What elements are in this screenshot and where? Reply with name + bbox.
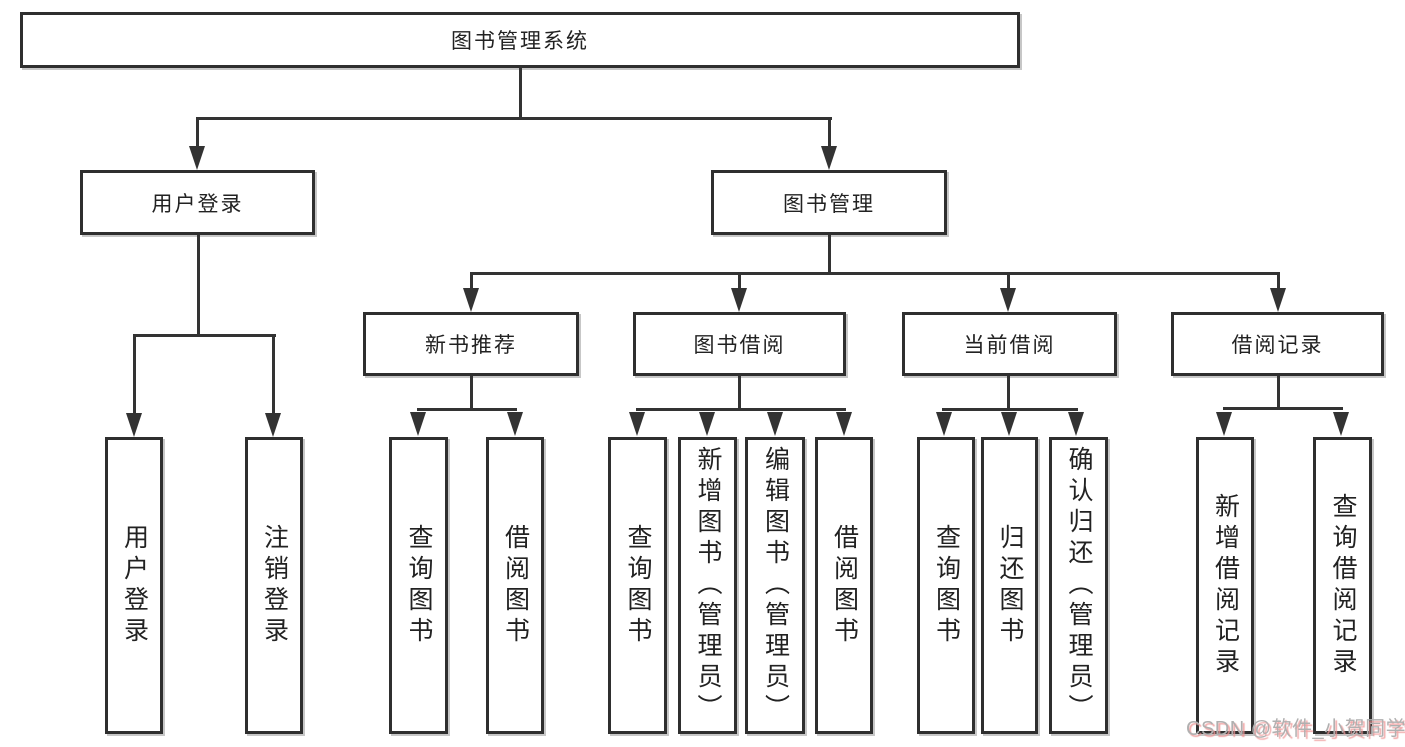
connector-mgmt-drop-4 bbox=[1277, 272, 1280, 294]
arrow-down-icon bbox=[507, 412, 523, 436]
arrow-down-icon bbox=[767, 412, 783, 436]
node-book-management: 图书管理 bbox=[711, 170, 947, 235]
leaf-add-borrow-record-label: 新增借阅记录 bbox=[1211, 492, 1240, 679]
leaf-query-books-recommend: 查询图书 bbox=[389, 437, 448, 734]
connector-recommend-branch bbox=[417, 408, 517, 411]
leaf-borrow-books-recommend-label: 借阅图书 bbox=[501, 523, 530, 648]
arrow-down-icon bbox=[126, 413, 142, 437]
node-new-book-recommend-label: 新书推荐 bbox=[425, 334, 517, 357]
leaf-user-login-label: 用户登录 bbox=[120, 523, 149, 648]
arrow-down-icon bbox=[699, 412, 715, 436]
connector-recommend-stem bbox=[470, 376, 473, 410]
leaf-query-books-current: 查询图书 bbox=[917, 437, 975, 734]
arrow-down-icon bbox=[265, 413, 281, 437]
node-library-system-label: 图书管理系统 bbox=[451, 30, 589, 53]
leaf-query-books-borrowing: 查询图书 bbox=[608, 437, 667, 734]
node-new-book-recommend: 新书推荐 bbox=[363, 312, 579, 376]
leaf-add-borrow-record: 新增借阅记录 bbox=[1196, 437, 1254, 734]
arrow-down-icon bbox=[189, 146, 205, 170]
connector-current-branch bbox=[942, 408, 1078, 411]
leaf-user-login: 用户登录 bbox=[105, 437, 163, 734]
leaf-edit-books-admin: 编辑图书（管理员） bbox=[745, 437, 805, 734]
connector-root-drop-right bbox=[828, 117, 831, 151]
arrow-down-icon bbox=[629, 412, 645, 436]
node-current-borrowing-label: 当前借阅 bbox=[963, 334, 1056, 357]
connector-mgmt-branch bbox=[470, 272, 1280, 275]
connector-root-branch bbox=[196, 117, 832, 120]
arrow-down-icon bbox=[1068, 412, 1084, 436]
arrow-down-icon bbox=[1333, 412, 1349, 436]
node-borrow-records: 借阅记录 bbox=[1171, 312, 1384, 376]
arrow-down-icon bbox=[1270, 288, 1286, 312]
connector-records-branch bbox=[1223, 407, 1343, 410]
csdn-watermark: CSDN @软件_小贺同学 bbox=[1186, 718, 1405, 740]
connector-mgmt-drop-2 bbox=[738, 272, 741, 294]
arrow-down-icon bbox=[836, 412, 852, 436]
node-user-login: 用户登录 bbox=[80, 170, 315, 235]
leaf-add-books-admin-label: 新增图书（管理员） bbox=[694, 446, 722, 725]
node-book-management-label: 图书管理 bbox=[783, 192, 875, 216]
arrow-down-icon bbox=[410, 412, 426, 436]
leaf-query-books-current-label: 查询图书 bbox=[932, 523, 961, 648]
arrow-down-icon bbox=[936, 412, 952, 436]
connector-borrowing-stem bbox=[738, 376, 741, 410]
connector-user-drop-right bbox=[272, 334, 275, 418]
arrow-down-icon bbox=[1216, 412, 1232, 436]
leaf-borrow-books-recommend: 借阅图书 bbox=[486, 437, 544, 734]
leaf-query-borrow-record: 查询借阅记录 bbox=[1313, 437, 1372, 734]
connector-user-drop-left bbox=[133, 334, 136, 418]
connector-current-stem bbox=[1007, 376, 1010, 410]
arrow-down-icon bbox=[1001, 412, 1017, 436]
connector-root-drop-left bbox=[196, 117, 199, 151]
leaf-logout-login: 注销登录 bbox=[245, 437, 303, 734]
connector-borrowing-branch bbox=[636, 408, 846, 411]
leaf-add-books-admin: 新增图书（管理员） bbox=[678, 437, 737, 734]
connector-user-stem bbox=[197, 235, 200, 336]
connector-mgmt-drop-1 bbox=[470, 272, 473, 294]
arrow-down-icon bbox=[1000, 288, 1016, 312]
node-borrow-records-label: 借阅记录 bbox=[1231, 334, 1324, 357]
leaf-return-books-label: 归还图书 bbox=[996, 523, 1024, 648]
node-book-borrowing: 图书借阅 bbox=[633, 312, 846, 376]
leaf-return-books: 归还图书 bbox=[981, 437, 1038, 734]
leaf-confirm-return-admin: 确认归还（管理员） bbox=[1049, 437, 1108, 734]
leaf-query-books-borrowing-label: 查询图书 bbox=[624, 523, 652, 648]
leaf-edit-books-admin-label: 编辑图书（管理员） bbox=[761, 446, 790, 725]
leaf-logout-login-label: 注销登录 bbox=[260, 523, 289, 648]
connector-root-stem bbox=[519, 68, 522, 118]
connector-mgmt-drop-3 bbox=[1007, 272, 1010, 294]
node-library-system: 图书管理系统 bbox=[20, 12, 1020, 68]
leaf-query-borrow-record-label: 查询借阅记录 bbox=[1329, 492, 1357, 679]
arrow-down-icon bbox=[463, 288, 479, 312]
leaf-borrow-books-borrowing-label: 借阅图书 bbox=[830, 523, 859, 648]
connector-user-branch bbox=[133, 334, 276, 337]
leaf-query-books-recommend-label: 查询图书 bbox=[405, 523, 433, 648]
arrow-down-icon bbox=[731, 288, 747, 312]
node-user-login-label: 用户登录 bbox=[151, 192, 244, 216]
leaf-borrow-books-borrowing: 借阅图书 bbox=[815, 437, 873, 734]
node-book-borrowing-label: 图书借阅 bbox=[693, 334, 786, 357]
node-current-borrowing: 当前借阅 bbox=[902, 312, 1117, 376]
arrow-down-icon bbox=[821, 146, 837, 170]
connector-mgmt-stem bbox=[828, 235, 831, 275]
leaf-confirm-return-admin-label: 确认归还（管理员） bbox=[1065, 446, 1093, 725]
connector-records-stem bbox=[1277, 376, 1280, 409]
